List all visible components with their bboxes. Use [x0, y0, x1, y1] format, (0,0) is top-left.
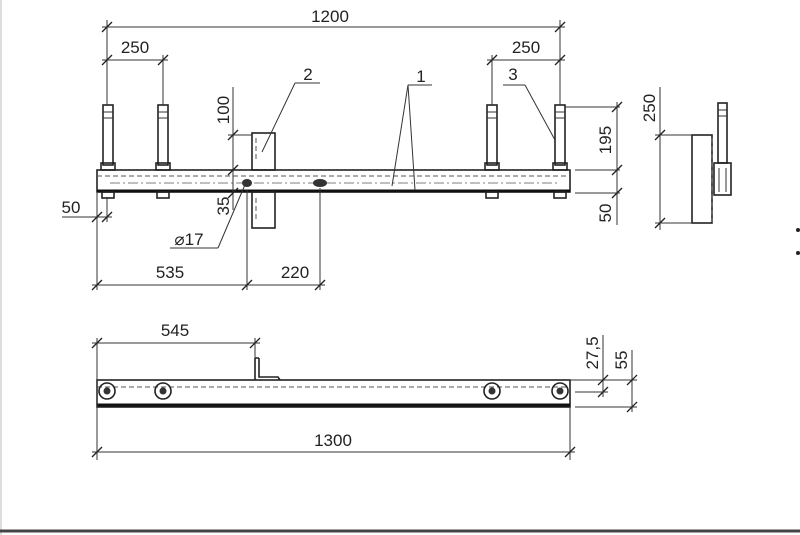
dim-535: 535 [156, 263, 184, 282]
dim-35: 35 [214, 197, 233, 216]
dim-220: 220 [281, 263, 309, 282]
dimension-lines [62, 20, 620, 290]
dim-1300: 1300 [314, 431, 352, 450]
dim-195: 195 [596, 126, 615, 154]
callout-3: 3 [508, 65, 517, 84]
dim-250-left: 250 [121, 38, 149, 57]
front-view: 1200 250 250 2 1 3 100 195 50 50 35 ⌀17 … [62, 7, 623, 291]
dim-27-5: 27,5 [583, 336, 602, 369]
callout-2: 2 [303, 65, 312, 84]
plate [251, 132, 276, 229]
bolt-circles [98, 382, 569, 400]
bolt [155, 104, 171, 199]
dim-50-edge: 50 [62, 198, 81, 217]
dim-250-right: 250 [512, 38, 540, 57]
bolts [100, 104, 568, 199]
dim-250-side: 250 [640, 94, 659, 122]
side-view: 250 [640, 87, 800, 255]
bolt [484, 104, 500, 199]
dim-50-height: 50 [596, 204, 615, 223]
hole [313, 179, 327, 187]
dim-55: 55 [612, 351, 631, 370]
beam [96, 169, 571, 193]
dimension-ticks [91, 21, 623, 291]
angle-bracket [254, 357, 281, 381]
dim-100: 100 [214, 96, 233, 124]
bolt [552, 104, 568, 199]
dim-diameter-17: ⌀17 [174, 230, 203, 249]
dim-1200: 1200 [311, 7, 349, 26]
bolt [100, 104, 116, 199]
dim-545: 545 [161, 321, 189, 340]
plan-view: 545 27,5 55 1300 [91, 321, 638, 460]
callout-1: 1 [416, 67, 425, 86]
